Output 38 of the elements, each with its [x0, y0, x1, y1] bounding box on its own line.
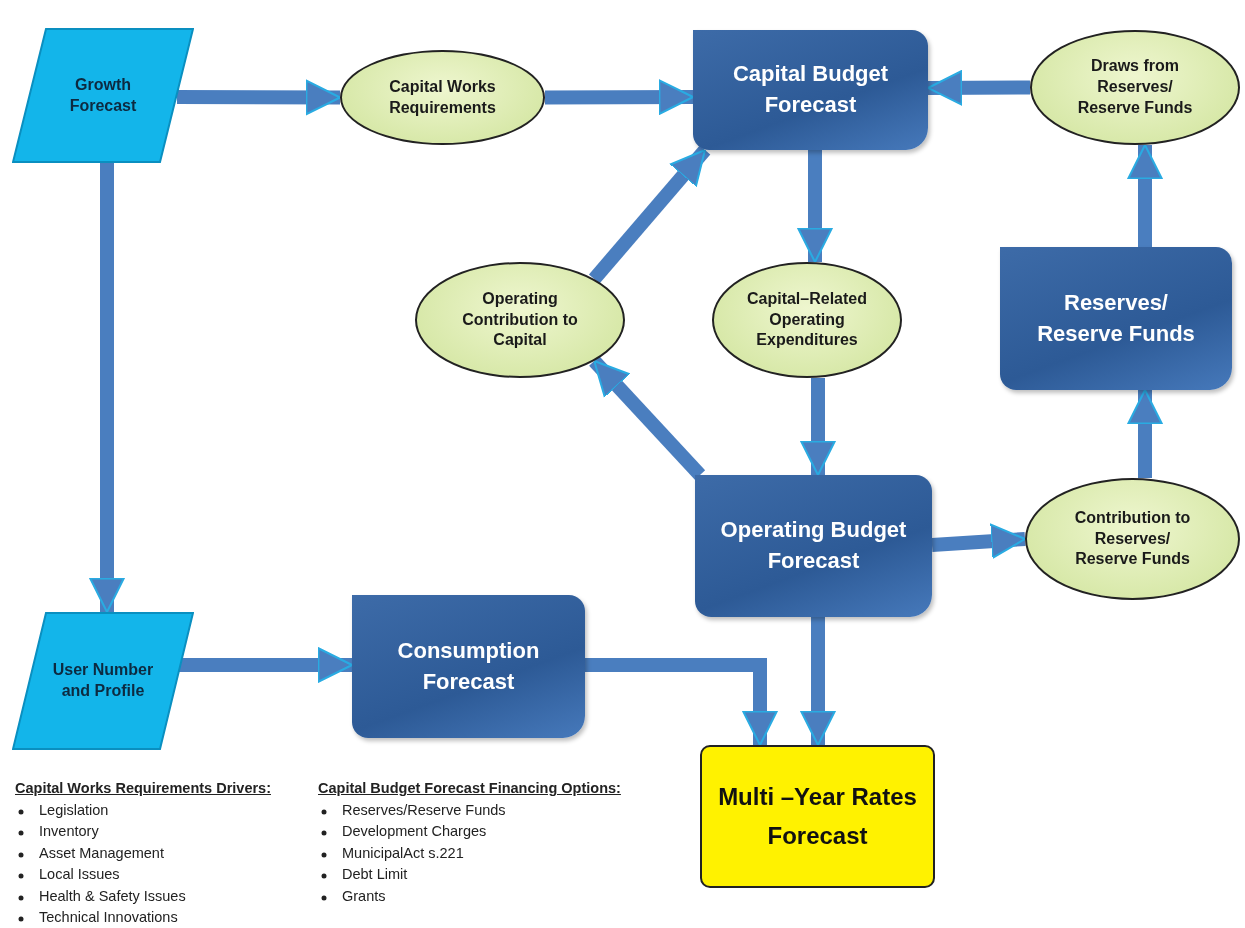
input-parallelogram: User Number and Profile [12, 612, 194, 750]
block-arrow [800, 617, 836, 746]
list-item: Inventory [39, 823, 99, 839]
block-arrow [544, 79, 694, 115]
block-arrow [176, 79, 341, 116]
block-arrow [1127, 144, 1163, 247]
process-oval: Draws from Reserves/ Reserve Funds [1030, 30, 1240, 145]
block-arrow [797, 150, 833, 263]
block-arrow [800, 378, 836, 476]
list-item: Reserves/Reserve Funds [342, 801, 506, 818]
result-box: Multi –Year Rates Forecast [700, 745, 935, 888]
list-heading: Capital Works Requirements Drivers: [15, 780, 271, 796]
block-arrow [89, 163, 125, 613]
list-item: Debt Limit [342, 866, 408, 882]
list-item: Grants [342, 887, 386, 904]
block-arrow [931, 523, 1026, 559]
list-item: Asset Management [39, 844, 164, 861]
list-item: Local Issues [39, 866, 120, 882]
block-arrow [927, 70, 1031, 106]
list-item: Legislation [39, 801, 109, 818]
block-arrow [589, 356, 706, 480]
list-item: Health & Safety Issues [39, 887, 186, 904]
list-item: Technical Innovations [39, 909, 178, 925]
process-oval: Capital Works Requirements [340, 50, 545, 145]
forecast-box: Capital Budget Forecast [693, 30, 928, 150]
list-item: Development Charges [342, 823, 487, 839]
list-heading: Capital Budget Forecast Financing Options: [318, 780, 621, 796]
process-oval: Contribution to Reserves/ Reserve Funds [1025, 478, 1240, 600]
block-arrow [588, 145, 711, 284]
input-parallelogram: Growth Forecast [12, 28, 194, 163]
block-arrow [1127, 389, 1163, 478]
forecast-box: Reserves/ Reserve Funds [1000, 247, 1232, 390]
block-arrow [585, 658, 778, 746]
list-item: MunicipalAct s.221 [342, 844, 464, 861]
process-oval: Operating Contribution to Capital [415, 262, 625, 378]
forecast-box: Consumption Forecast [352, 595, 585, 738]
process-oval: Capital–Related Operating Expenditures [712, 262, 902, 378]
forecast-box: Operating Budget Forecast [695, 475, 932, 617]
